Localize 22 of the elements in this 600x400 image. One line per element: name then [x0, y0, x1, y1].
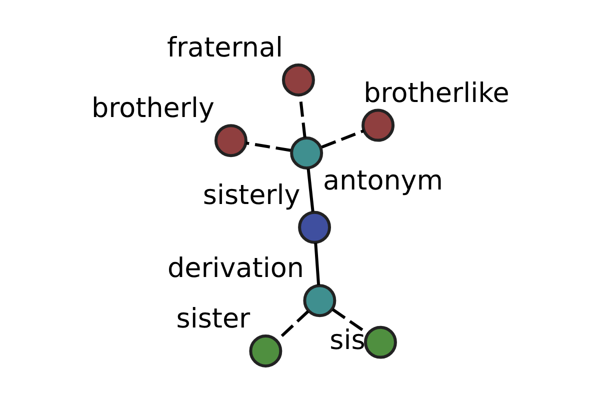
- connector: [314, 242, 320, 285]
- node-circle: [362, 108, 395, 142]
- node-circle: [290, 136, 324, 169]
- node-circle: [282, 62, 315, 96]
- node-circle: [249, 334, 282, 367]
- connector: [321, 128, 364, 148]
- node-label: sis: [330, 324, 366, 356]
- node-label: antonym: [323, 165, 444, 196]
- node-label: derivation: [168, 252, 304, 284]
- connector: [246, 141, 291, 152]
- connector: [306, 168, 314, 212]
- node-label: brotherly: [92, 92, 214, 124]
- node-label: sisterly: [202, 179, 300, 210]
- node-circle: [364, 325, 397, 358]
- node-circle: [298, 210, 332, 244]
- node-label: brotherlike: [364, 77, 510, 108]
- node-label: sister: [176, 303, 250, 334]
- connector: [298, 94, 306, 138]
- node-label: fraternal: [166, 32, 283, 64]
- node-circle: [303, 284, 336, 317]
- node-circle: [214, 124, 248, 157]
- connector: [332, 308, 368, 334]
